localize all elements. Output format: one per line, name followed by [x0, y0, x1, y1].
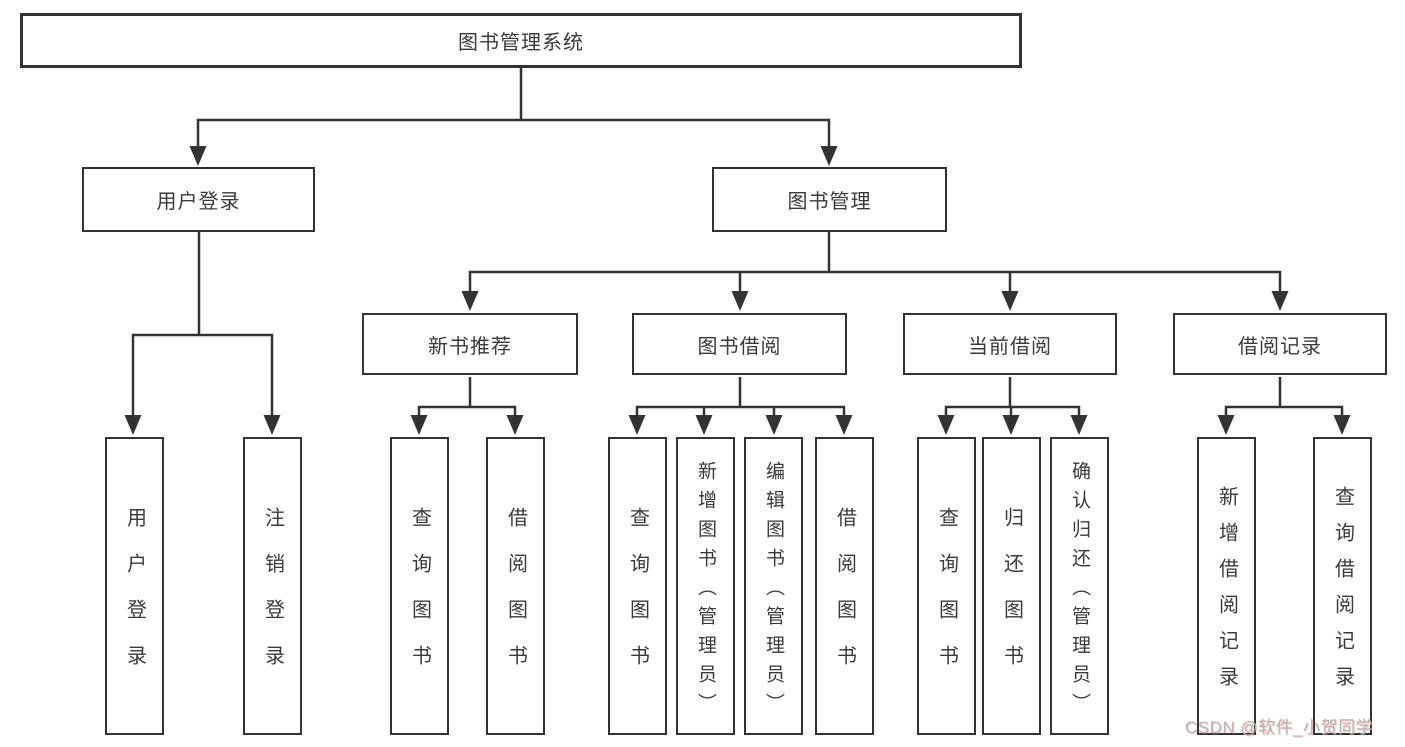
leaf-user-login: 用户登录: [105, 437, 164, 735]
leaf-user-login-label: 用户登录: [123, 507, 146, 691]
node-user-login-label: 用户登录: [156, 191, 241, 213]
node-library-system-label: 图书管理系统: [458, 32, 584, 54]
node-current-borrow: 当前借阅: [903, 313, 1117, 375]
leaf-borrow-books-recommend-label: 借阅图书: [504, 507, 527, 691]
leaf-return-book-label: 归还图书: [1000, 507, 1023, 691]
node-new-book-recommend-label: 新书推荐: [428, 335, 512, 358]
leaf-logout-label: 注销登录: [261, 507, 284, 691]
leaf-query-books-borrow: 查询图书: [608, 437, 667, 735]
node-borrow-records-label: 借阅记录: [1238, 335, 1322, 358]
node-borrow-records: 借阅记录: [1173, 313, 1387, 375]
leaf-borrow-books: 借阅图书: [815, 437, 874, 735]
leaf-query-books-recommend: 查询图书: [390, 437, 449, 735]
node-current-borrow-label: 当前借阅: [968, 335, 1052, 358]
node-book-management: 图书管理: [712, 167, 947, 232]
leaf-add-borrow-record: 新增借阅记录: [1197, 437, 1256, 735]
leaf-confirm-return-admin: 确认归还（管理员）: [1050, 437, 1109, 735]
leaf-borrow-books-label: 借阅图书: [833, 507, 856, 691]
leaf-logout: 注销登录: [243, 437, 302, 735]
node-library-system: 图书管理系统: [20, 13, 1022, 68]
watermark: CSDN @软件_小贺同学: [1185, 718, 1374, 737]
node-new-book-recommend: 新书推荐: [362, 313, 578, 375]
leaf-return-book: 归还图书: [982, 437, 1041, 735]
leaf-add-book-admin: 新增图书（管理员）: [676, 437, 735, 735]
node-book-management-label: 图书管理: [787, 191, 872, 213]
leaf-borrow-books-recommend: 借阅图书: [486, 437, 545, 735]
node-book-borrow: 图书借阅: [632, 313, 847, 375]
node-book-borrow-label: 图书借阅: [697, 335, 782, 358]
leaf-add-book-admin-label: 新增图书（管理员）: [695, 460, 716, 722]
leaf-query-books-recommend-label: 查询图书: [408, 507, 431, 691]
leaf-query-borrow-record: 查询借阅记录: [1313, 437, 1372, 735]
leaf-add-borrow-record-label: 新增借阅记录: [1215, 486, 1238, 702]
leaf-query-books-borrow-label: 查询图书: [626, 507, 649, 691]
node-user-login: 用户登录: [82, 167, 315, 232]
leaf-query-books-current-label: 查询图书: [935, 507, 958, 691]
leaf-query-borrow-record-label: 查询借阅记录: [1331, 486, 1354, 702]
leaf-confirm-return-admin-label: 确认归还（管理员）: [1069, 460, 1090, 722]
leaf-edit-book-admin: 编辑图书（管理员）: [744, 437, 803, 735]
leaf-edit-book-admin-label: 编辑图书（管理员）: [763, 460, 784, 722]
leaf-query-books-current: 查询图书: [917, 437, 976, 735]
